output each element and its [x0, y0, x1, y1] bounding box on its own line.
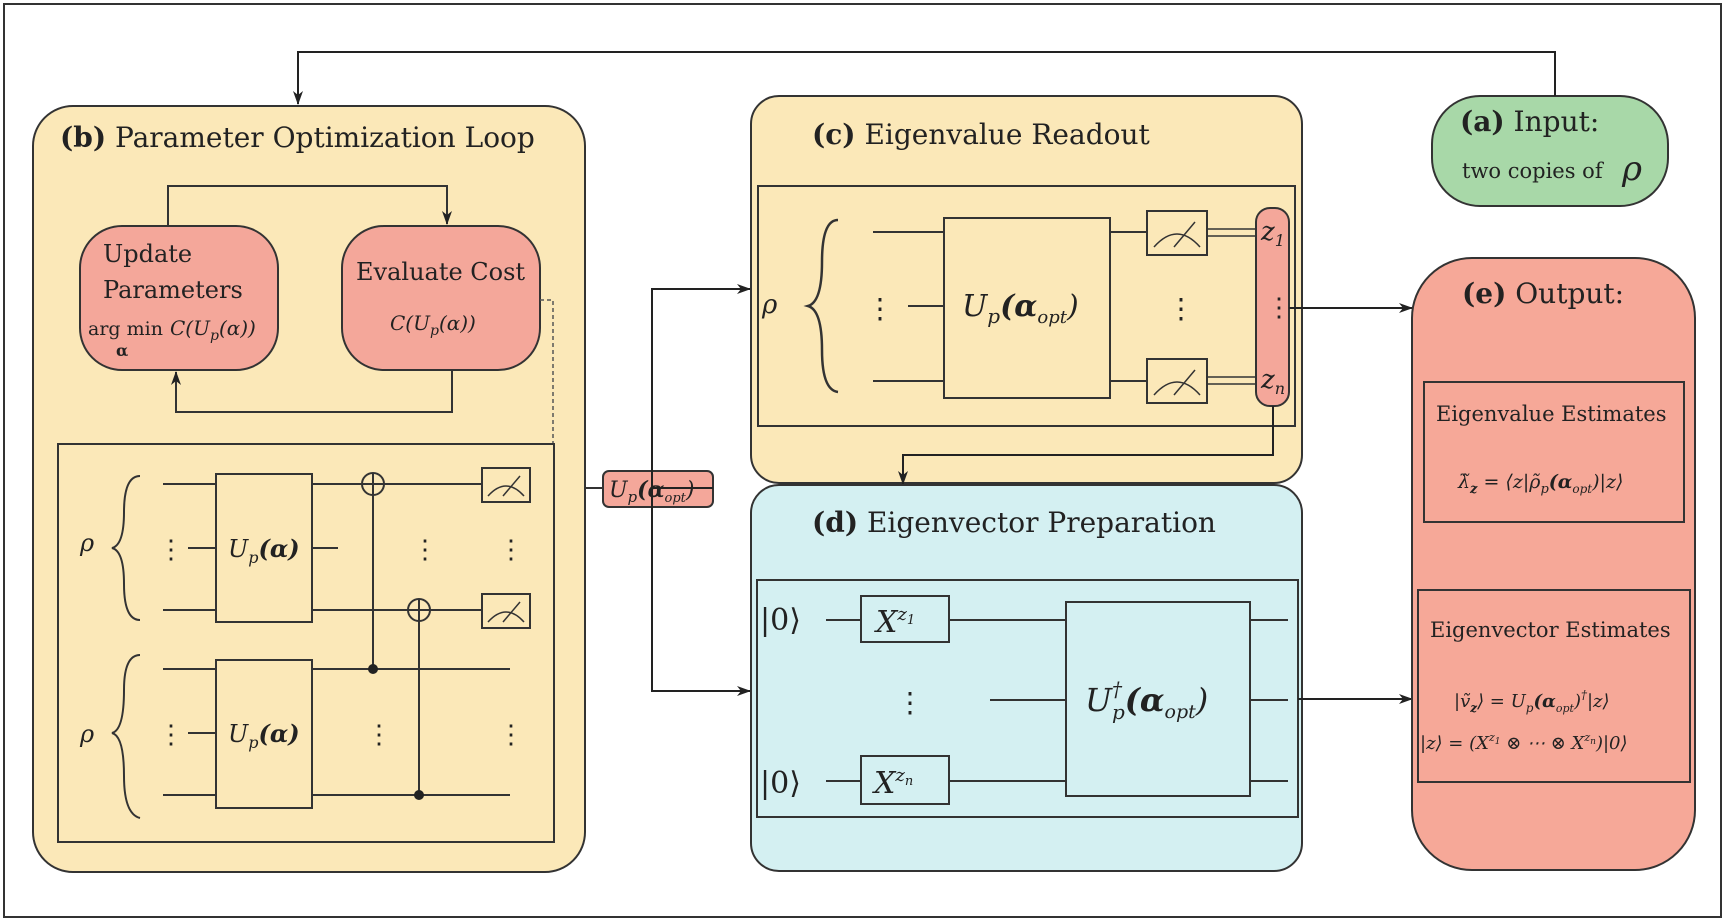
brace-top: [111, 475, 141, 621]
eigenvalue-estimates-title: Eigenvalue Estimates: [1436, 402, 1667, 426]
gate-up-alpha-top: [215, 473, 313, 623]
panel-a: [1431, 95, 1669, 207]
loop-arrow-bottom: [171, 370, 453, 413]
update-formula: C(Up(α)): [170, 316, 256, 344]
evaluate-label: Evaluate Cost: [356, 258, 525, 286]
update-label-1: Update: [103, 240, 192, 268]
gate-x-zn: [860, 755, 950, 805]
arrow-to-d: [651, 488, 751, 696]
dots-b5: ⋮: [366, 720, 392, 750]
gate-up-label-bottom: Up(α): [228, 719, 300, 752]
dashed-link: [540, 299, 554, 444]
update-argmin: arg min: [88, 318, 163, 340]
update-parameters-node: [79, 225, 279, 371]
panel-a-sub: two copies of: [1462, 159, 1605, 183]
eigenvector-estimates-box: [1417, 589, 1691, 783]
gate-up-alpha-opt-c: [943, 217, 1111, 399]
eigenvalue-estimates-box: [1423, 381, 1685, 523]
update-label-2: Parameters: [103, 276, 243, 304]
rho-top: ρ: [79, 529, 94, 557]
meter-c2: [1146, 358, 1256, 404]
arrow-a-to-b: [293, 51, 1556, 105]
cnot-target-1: [361, 472, 385, 496]
gate-x-zn-label: Xzn: [872, 765, 913, 801]
panel-e-title: (e) Output:: [1462, 277, 1624, 310]
brace-c: [803, 218, 839, 394]
panel-c-circuit-box: [757, 185, 1296, 427]
evaluate-cost-node: [341, 225, 541, 371]
ket0-top: |0⟩: [760, 603, 801, 638]
zn-label: zn: [1260, 365, 1285, 398]
rho-c: ρ: [761, 290, 778, 320]
eigenvalue-formula: λ̃z = ⟨z|ρ̃p(αopt)|z⟩: [1457, 471, 1623, 497]
meter-b1: [481, 467, 531, 503]
meter-c1: [1146, 210, 1256, 256]
dots-b4: ⋮: [158, 720, 184, 750]
dots-b3: ⋮: [498, 535, 524, 565]
z1-label: z1: [1260, 217, 1285, 250]
gate-c-label: Up(αopt): [962, 289, 1079, 328]
cnot-target-2: [407, 598, 431, 622]
gate-up-dagger-label: U†p(αopt): [1085, 677, 1208, 724]
up-alpha-opt-label: Up(αopt): [609, 477, 694, 506]
gate-x-z1-label: Xz1: [874, 604, 915, 640]
panel-b-circuit-box: [57, 443, 555, 843]
arrow-c-to-d: [898, 406, 1274, 485]
dots-c1: ⋮: [866, 292, 894, 325]
panel-b-title: (b) Parameter Optimization Loop: [60, 121, 535, 154]
gate-x-z1: [860, 595, 950, 643]
brace-bottom: [111, 654, 141, 819]
panel-a-rho: ρ: [1621, 149, 1642, 189]
eigenvector-formula-2: |z⟩ = (Xz1 ⊗ ⋯ ⊗ Xzn)|0⟩: [1420, 731, 1628, 754]
panel-d-title: (d) Eigenvector Preparation: [812, 506, 1216, 539]
eigenvector-estimates-title: Eigenvector Estimates: [1430, 618, 1671, 642]
dots-c2: ⋮: [1167, 292, 1195, 325]
gate-up-label-top: Up(α): [228, 534, 300, 567]
dots-z: ⋮: [1266, 293, 1292, 323]
panel-a-title: (a) Input:: [1460, 105, 1599, 138]
gate-up-dagger: [1065, 601, 1251, 797]
loop-arrow-top: [167, 185, 452, 226]
panel-c-title: (c) Eigenvalue Readout: [812, 118, 1151, 151]
dots-b6: ⋮: [498, 720, 524, 750]
rho-bottom: ρ: [79, 720, 94, 748]
gate-up-alpha-bottom: [215, 659, 313, 809]
evaluate-formula: C(Up(α)): [390, 311, 476, 339]
arrow-to-c: [651, 284, 751, 489]
cnot-control-2: [414, 790, 424, 800]
cnot-control-1: [368, 664, 378, 674]
dots-b1: ⋮: [158, 535, 184, 565]
eigenvector-formula-1: |ṽz⟩ = Up(αopt)†|z⟩: [1454, 688, 1610, 715]
update-argmin-sub: α: [116, 341, 128, 360]
dots-b2: ⋮: [412, 535, 438, 565]
dots-d: ⋮: [896, 686, 924, 719]
ket0-bottom: |0⟩: [760, 766, 801, 801]
meter-b2: [481, 593, 531, 629]
